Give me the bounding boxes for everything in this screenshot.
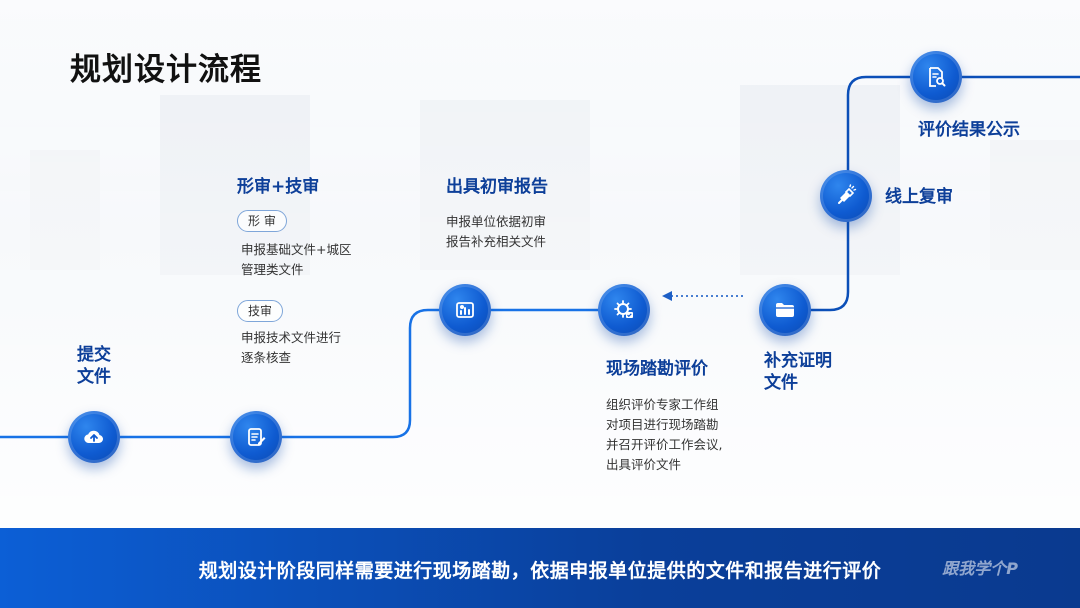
step-initial-report-desc: 申报单位依据初审 报告补充相关文件 (446, 214, 547, 249)
flashlight-icon (838, 184, 857, 204)
step-site-eval-node[interactable] (598, 284, 650, 336)
edit-document-icon (248, 428, 266, 446)
cloud-upload-icon (84, 430, 104, 444)
watermark: 跟我学个P (942, 559, 1018, 578)
step-submit-label: 提交 文件 (77, 345, 111, 387)
step-online-review-title: 线上复审 (885, 187, 953, 207)
gear-check-icon (614, 300, 633, 318)
step-site-eval-title: 现场踏勘评价 (606, 359, 708, 379)
footer-text: 规划设计阶段同样需要进行现场踏勘，依据申报单位提供的文件和报告进行评价 (198, 560, 882, 582)
footer-banner: 规划设计阶段同样需要进行现场踏勘，依据申报单位提供的文件和报告进行评价 跟我学个… (0, 528, 1080, 608)
folder-icon (776, 303, 794, 317)
review-tag-tech: 技审 (237, 300, 284, 322)
background-cityscape (0, 0, 1080, 528)
step-online-review-node[interactable] (820, 170, 872, 222)
step-initial-report-title: 出具初审报告 (446, 177, 548, 197)
step-review-title: 形审+技审 (237, 177, 320, 197)
step-publish-title: 评价结果公示 (918, 120, 1020, 140)
step-review-node[interactable] (230, 411, 282, 463)
step-submit-node[interactable] (68, 411, 120, 463)
page-title: 规划设计流程 (70, 52, 262, 88)
review-form-desc: 申报基础文件+城区 管理类文件 (241, 242, 352, 277)
document-search-icon (929, 67, 946, 87)
step-publish-node[interactable] (910, 51, 962, 103)
step-supplement-label: 补充证明 文件 (764, 351, 832, 393)
review-tag-form: 形 审 (237, 210, 287, 232)
step-site-eval-desc: 组织评价专家工作组 对项目进行现场踏勘 并召开评价工作会议, 出具评价文件 (606, 397, 723, 472)
step-initial-report-node[interactable] (439, 284, 491, 336)
step-supplement-node[interactable] (759, 284, 811, 336)
chart-report-icon (456, 302, 474, 318)
review-tech-desc: 申报技术文件进行 逐条核查 (241, 330, 342, 365)
